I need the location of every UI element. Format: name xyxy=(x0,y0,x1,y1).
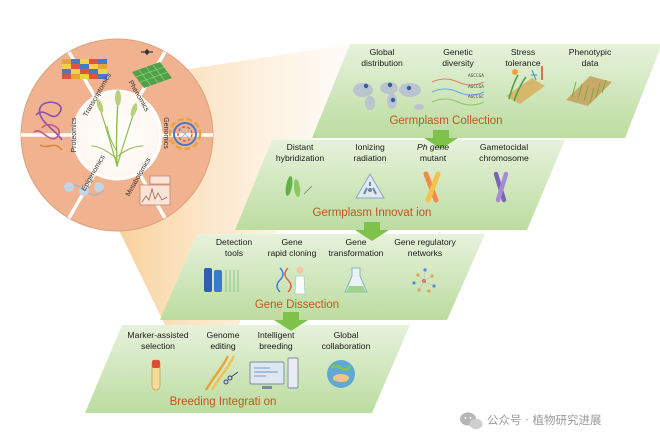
panel-breeding-integration xyxy=(85,325,410,413)
dna-scissors-icon xyxy=(204,355,239,391)
label-gene-transformation-2: transformation xyxy=(329,248,384,258)
dna-sequence-icon: AGCCGA AGCCGA AGCCGC xyxy=(431,73,485,106)
label-marker-assisted-selection-1: Marker-assisted xyxy=(127,330,188,340)
label-phenotypic-data-1: Phenotypic xyxy=(569,47,612,57)
sequence-text-3: AGCCGC xyxy=(468,94,484,100)
label-gene-regulatory-networks-2: networks xyxy=(408,248,442,258)
label-global-collaboration-2: collaboration xyxy=(322,341,371,351)
level-gene-dissection xyxy=(160,234,485,320)
level-title-gene-dissection: Gene Dissection xyxy=(255,299,339,311)
computer-icon xyxy=(249,357,299,389)
drone-icon xyxy=(141,49,153,55)
omics-label-proteomics: Proteomics xyxy=(71,117,78,153)
flow-arrow-1 xyxy=(424,130,458,149)
label-detection-tools-2: tools xyxy=(225,248,243,258)
label-stress-tolerance-2: tolerance xyxy=(505,58,541,68)
gametocidal-chromosome-icon xyxy=(493,171,509,203)
watermark: 公众号 · 植物研究进展 xyxy=(460,412,602,430)
level-title-breeding-integration: Breeding Integrati on xyxy=(170,396,277,408)
location-pin-icons xyxy=(363,82,412,103)
protein-structure-icon xyxy=(33,101,63,151)
panel-germplasm-collection xyxy=(312,44,660,138)
label-global-collaboration-1: Global xyxy=(334,330,359,340)
level-title-germplasm-collection: Germplasm Collection xyxy=(389,115,502,127)
label-global-distribution-2: distribution xyxy=(361,58,403,68)
field-grid-icon xyxy=(132,62,172,88)
flow-arrow-3 xyxy=(274,312,308,331)
omics-label-genomics: Genomics xyxy=(162,117,169,149)
label-intelligent-breeding-1: Intelligent xyxy=(258,330,295,340)
sequence-text-1: AGCCGA xyxy=(468,73,484,79)
label-phenotypic-data-2: data xyxy=(582,58,599,68)
genome-circos-icon xyxy=(168,117,202,151)
heatmap-icon xyxy=(62,59,107,79)
label-detection-tools-1: Detection xyxy=(216,237,253,247)
panel-gene-dissection xyxy=(160,234,485,320)
label-ph-gene-mutant-2: mutant xyxy=(420,153,447,163)
radiation-icon xyxy=(355,173,385,199)
flask-icon xyxy=(344,267,368,293)
level-germplasm-innovation xyxy=(235,140,565,230)
flow-arrow-2 xyxy=(355,222,389,241)
label-distant-hybridization-1: Distant xyxy=(287,142,314,152)
sequence-text-2: AGCCGA xyxy=(468,84,484,90)
label-gene-rapid-cloning-2: rapid cloning xyxy=(268,248,317,258)
label-intelligent-breeding-2: breeding xyxy=(259,341,293,351)
watermark-text: 公众号 · 植物研究进展 xyxy=(487,413,602,427)
test-tubes-icon xyxy=(204,268,239,292)
level-germplasm-collection xyxy=(312,44,660,138)
label-ionizing-radiation-1: Ionizing xyxy=(355,142,385,152)
label-gametocidal-chromosome-2: chromosome xyxy=(479,153,529,163)
hybrid-plants-icon xyxy=(285,176,313,197)
spectrum-chart-icon xyxy=(139,175,171,206)
wechat-icon xyxy=(460,412,483,430)
network-icon xyxy=(412,268,436,293)
label-genome-editing-2: editing xyxy=(210,341,236,351)
panel-germplasm-innovation xyxy=(235,140,565,230)
label-ionizing-radiation-2: radiation xyxy=(354,153,387,163)
level-breeding-integration xyxy=(85,325,410,413)
label-gene-rapid-cloning-1: Gene xyxy=(281,237,302,247)
level-title-germplasm-innovation: Germplasm Innovat ion xyxy=(313,207,432,219)
label-gene-regulatory-networks-1: Gene regulatory xyxy=(394,237,456,247)
label-distant-hybridization-2: hybridization xyxy=(276,153,324,163)
label-genetic-diversity-1: Genetic xyxy=(443,47,473,57)
stress-tolerance-icon xyxy=(506,66,545,104)
label-global-distribution-1: Global xyxy=(370,47,395,57)
label-gametocidal-chromosome-1: Gametocidal xyxy=(480,142,528,152)
field-plot-icon xyxy=(566,76,612,106)
globe-handshake-icon xyxy=(327,360,355,388)
chromatin-icon xyxy=(63,182,105,196)
chromosome-pair-icon xyxy=(423,171,441,203)
omics-circle: Transcriptomics Phenomics Genomics Metab… xyxy=(20,38,214,232)
label-marker-assisted-selection-2: selection xyxy=(141,341,175,351)
marker-tube-icon xyxy=(151,359,161,391)
label-genetic-diversity-2: diversity xyxy=(442,58,474,68)
label-genome-editing-1: Genome xyxy=(207,330,240,340)
label-ph-gene-mutant-1: Ph gene xyxy=(417,142,449,152)
label-stress-tolerance-1: Stress xyxy=(511,47,535,57)
label-gene-transformation-1: Gene xyxy=(345,237,366,247)
scientist-dna-icon xyxy=(276,266,306,295)
